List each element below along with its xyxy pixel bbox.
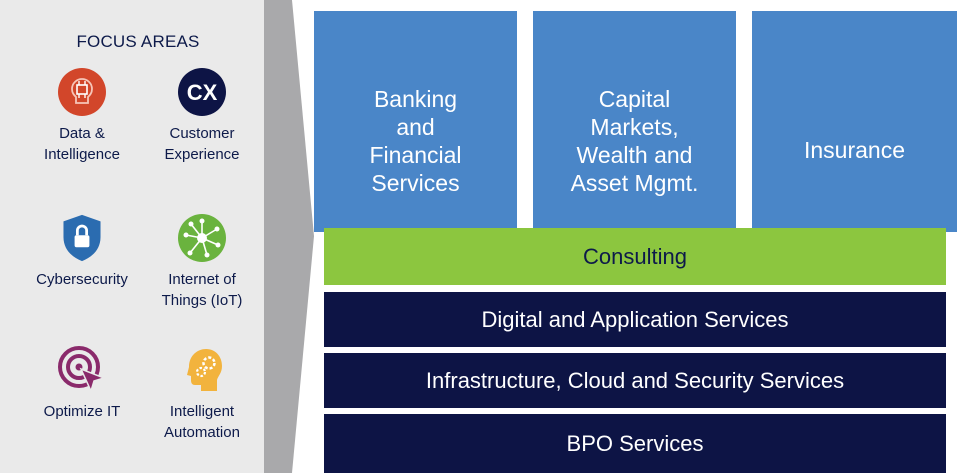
industry-insurance-label: Insurance — [803, 137, 905, 163]
focus-label-customer-experience: Customer Experience — [164, 125, 240, 163]
cx-icon-text: CX — [187, 80, 218, 105]
band-consulting: Consulting — [324, 228, 946, 285]
focus-label-intelligent-automation: Intelligent Automation — [164, 403, 240, 441]
focus-item-customer-experience: CX Customer Experience — [138, 67, 266, 165]
industry-banking-label: Banking and Financial Services — [369, 86, 462, 196]
chevron-arrow — [264, 0, 314, 473]
band-digital-application-services: Digital and Application Services — [324, 292, 946, 347]
focus-label-optimize-it: Optimize IT — [43, 403, 121, 420]
focus-areas-title: FOCUS AREAS — [76, 32, 200, 51]
focus-label-iot: Internet of Things (IoT) — [161, 271, 243, 309]
industry-capital-markets: Capital Markets, Wealth and Asset Mgmt. — [533, 11, 736, 232]
brain-chip-icon — [58, 68, 106, 116]
band-infrastructure-cloud-security: Infrastructure, Cloud and Security Servi… — [324, 353, 946, 408]
industry-banking: Banking and Financial Services — [314, 11, 517, 232]
band-bpo-services: BPO Services — [324, 414, 946, 473]
focus-label-cybersecurity: Cybersecurity — [36, 271, 128, 288]
cx-icon: CX — [178, 68, 226, 116]
focus-item-optimize-it: Optimize IT — [18, 345, 146, 422]
industry-insurance: Insurance — [752, 11, 957, 232]
shield-lock-icon — [63, 214, 101, 262]
focus-label-data-intelligence: Data & Intelligence — [44, 125, 120, 163]
focus-item-cybersecurity: Cybersecurity — [18, 213, 146, 290]
target-cursor-icon — [58, 346, 107, 394]
focus-item-intelligent-automation: Intelligent Automation — [138, 345, 266, 443]
head-gears-icon — [187, 349, 222, 391]
focus-item-iot: Internet of Things (IoT) — [138, 213, 266, 311]
industry-capital-markets-label: Capital Markets, Wealth and Asset Mgmt. — [570, 86, 699, 196]
focus-item-data-intelligence: Data & Intelligence — [18, 67, 146, 165]
network-nodes-icon — [178, 214, 226, 262]
